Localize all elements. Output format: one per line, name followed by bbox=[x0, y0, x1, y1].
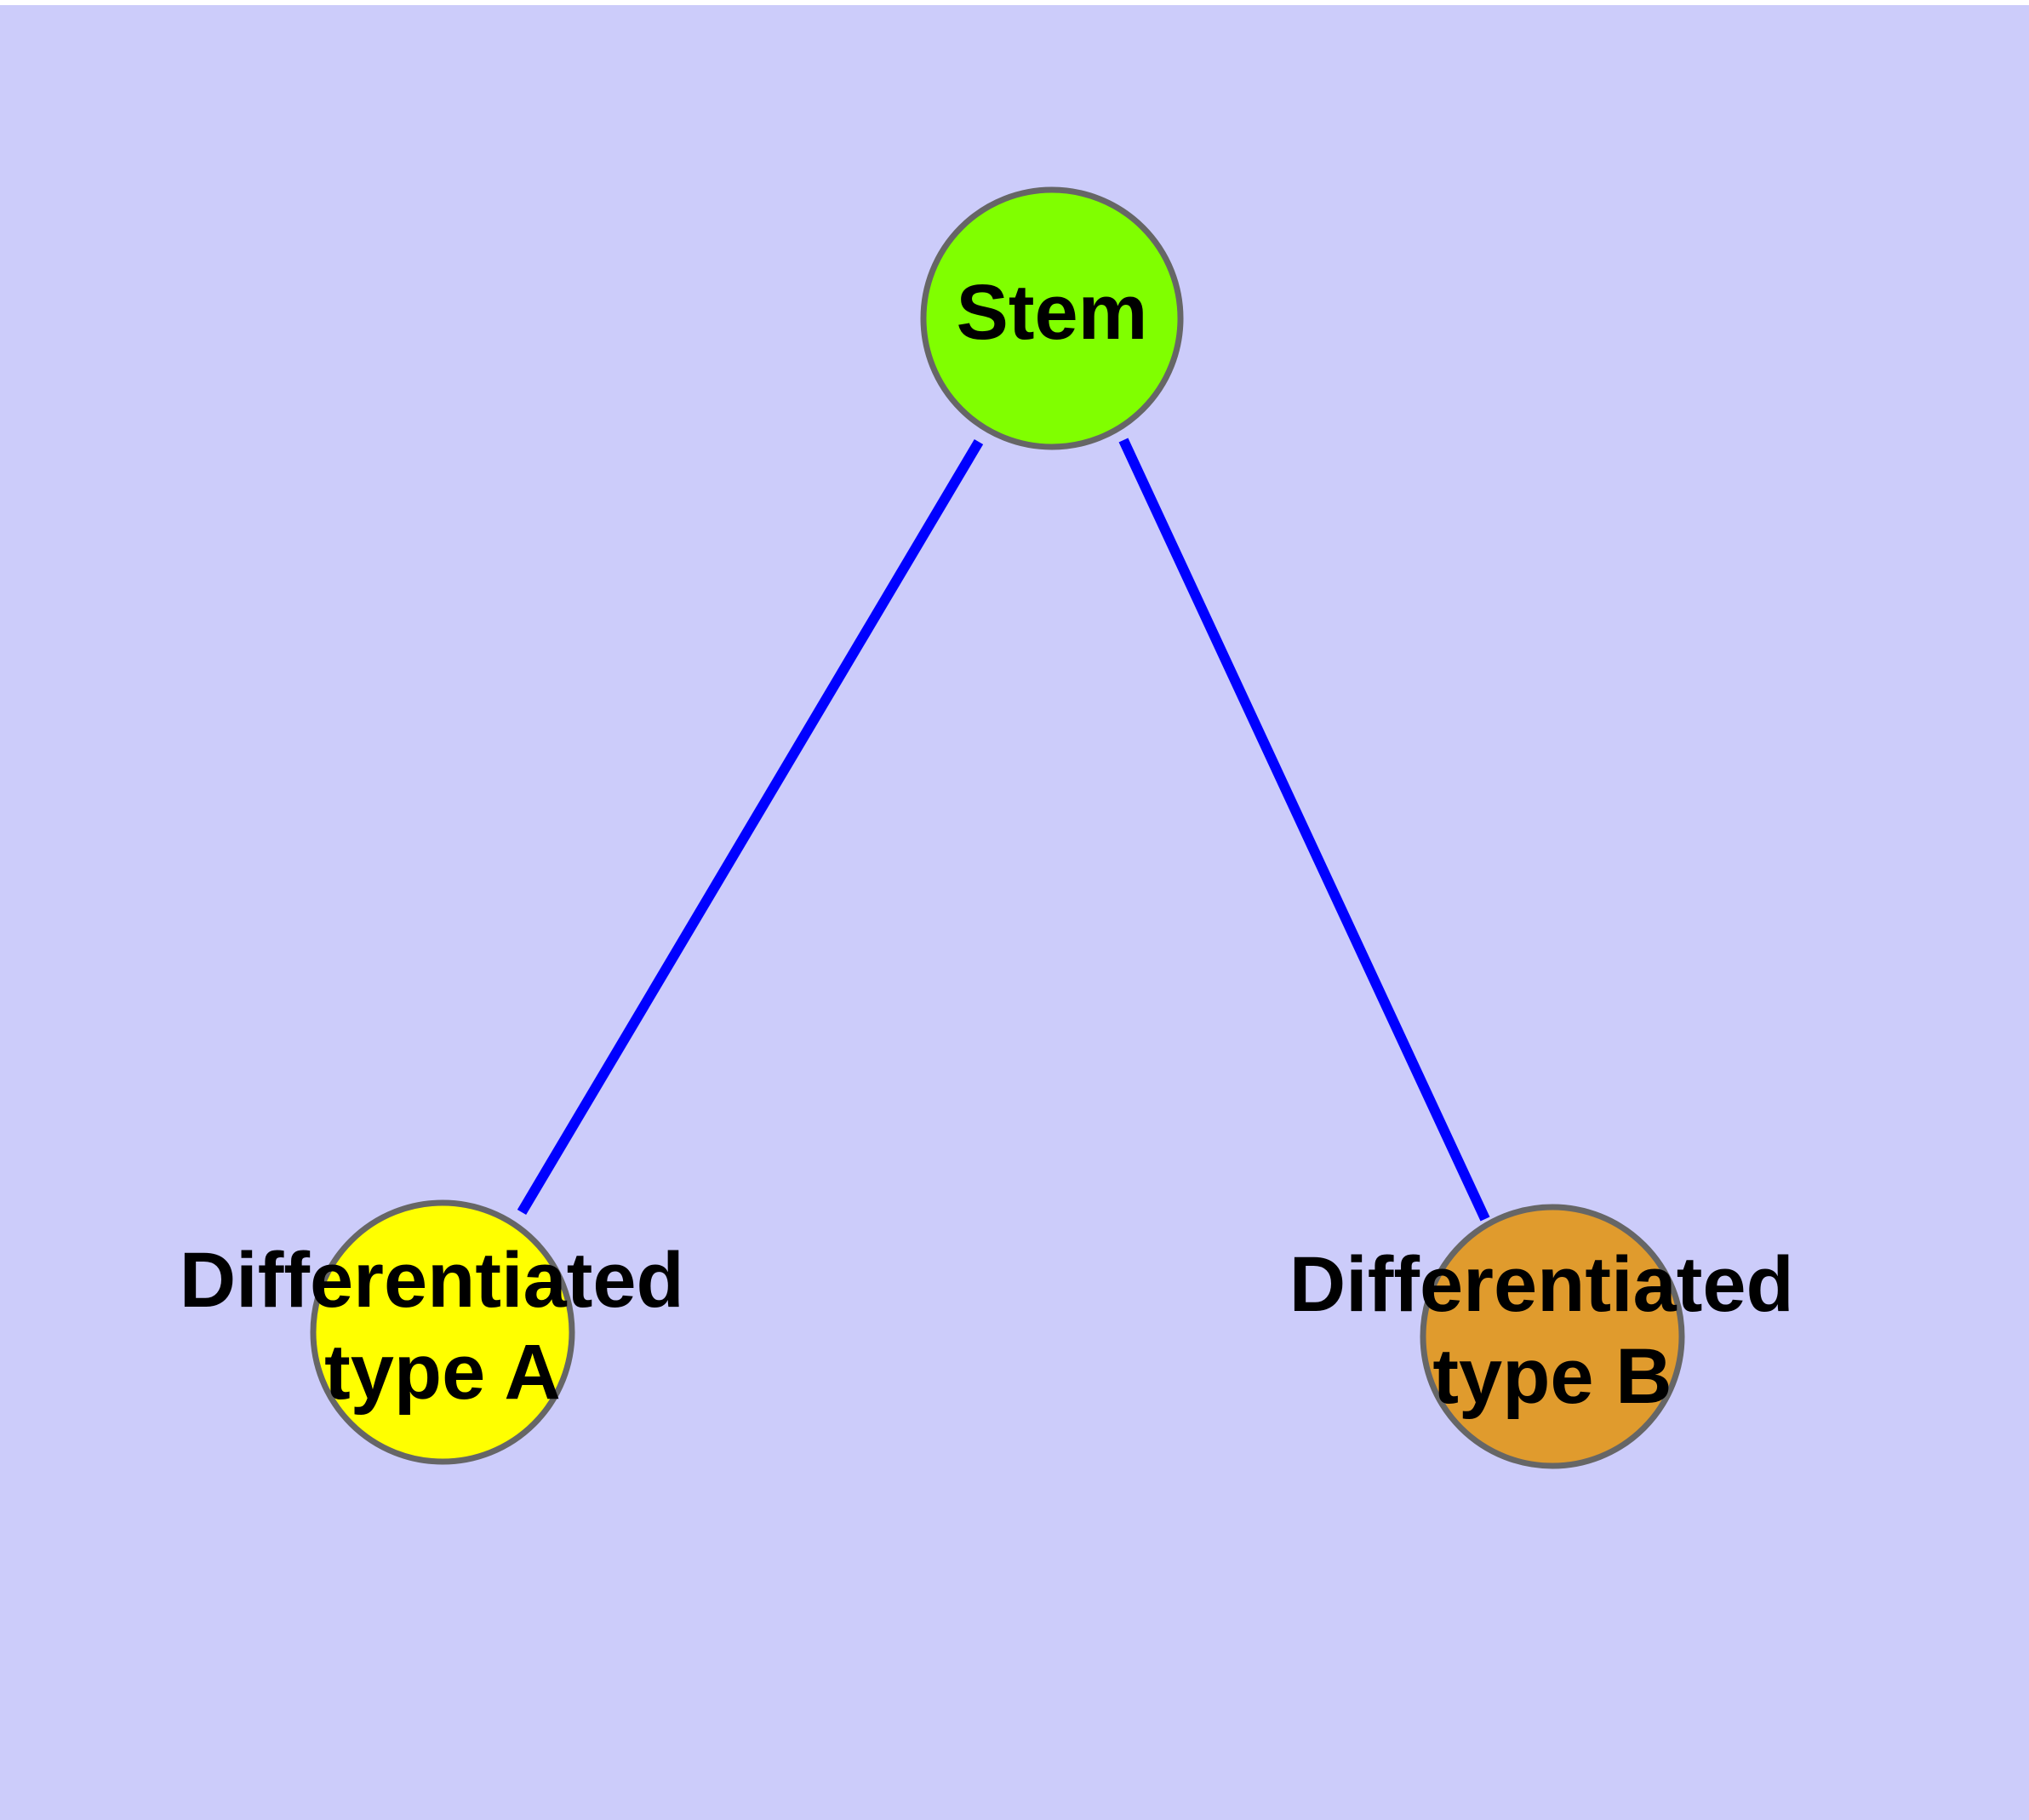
label-layer: Stem Differentiated type A Differentiate… bbox=[180, 269, 1816, 1420]
node-stem-label-line-1: Stem bbox=[957, 269, 1148, 356]
node-diff-b[interactable] bbox=[1420, 1204, 1685, 1469]
node-layer bbox=[310, 186, 1685, 1469]
node-diff-a-circle[interactable] bbox=[310, 1199, 575, 1465]
node-diff-a-label-line-1: Differentiated bbox=[180, 1237, 684, 1324]
edge-stem-to-diff-a bbox=[517, 438, 984, 1216]
node-diff-a-label-line-2: type A bbox=[324, 1329, 561, 1416]
node-stem[interactable] bbox=[920, 186, 1184, 450]
node-diff-a[interactable] bbox=[310, 1199, 575, 1465]
node-diff-a-label: Differentiated type A bbox=[180, 1237, 706, 1416]
edge-stem-to-diff-b bbox=[1118, 438, 1490, 1222]
node-diff-b-label-line-1: Differentiated bbox=[1289, 1241, 1794, 1328]
node-stem-label: Stem bbox=[957, 269, 1148, 356]
node-diff-b-label: Differentiated type B bbox=[1289, 1241, 1816, 1420]
edge-layer bbox=[517, 438, 1490, 1222]
node-diff-b-label-line-2: type B bbox=[1432, 1333, 1672, 1420]
node-diff-b-circle[interactable] bbox=[1420, 1204, 1685, 1469]
node-stem-circle[interactable] bbox=[920, 186, 1184, 450]
